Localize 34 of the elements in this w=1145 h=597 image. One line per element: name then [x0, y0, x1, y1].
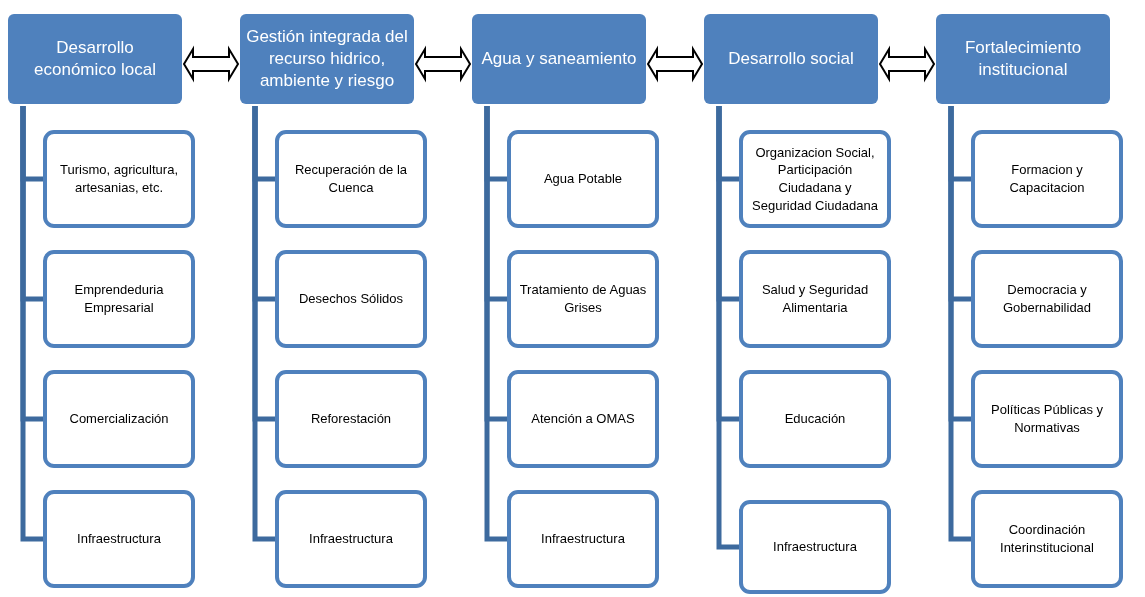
topic-box: Infraestructura	[507, 490, 659, 588]
connector-line	[484, 106, 507, 542]
topic-box: Infraestructura	[43, 490, 195, 588]
topic-box: Atención a OMAS	[507, 370, 659, 468]
topic-box: Reforestación	[275, 370, 427, 468]
topic-box: Educación	[739, 370, 891, 468]
double-arrow	[182, 45, 240, 83]
topic-box: Emprendeduria Empresarial	[43, 250, 195, 348]
topic-box: Desechos Sólidos	[275, 250, 427, 348]
topic-box: Coordinación Interinstitucional	[971, 490, 1123, 588]
double-arrow	[414, 45, 472, 83]
topic-box: Políticas Públicas y Normativas	[971, 370, 1123, 468]
double-arrow	[646, 45, 704, 83]
topic-box: Democracia y Gobernabilidad	[971, 250, 1123, 348]
topic-box: Turismo, agricultura, artesanias, etc.	[43, 130, 195, 228]
category-box: Desarrollo económico local	[8, 14, 182, 104]
topic-box: Formacion y Capacitacion	[971, 130, 1123, 228]
topic-box: Tratamiento de Aguas Grises	[507, 250, 659, 348]
topic-box: Comercialización	[43, 370, 195, 468]
topic-box: Infraestructura	[739, 500, 891, 594]
topic-box: Infraestructura	[275, 490, 427, 588]
double-arrow	[878, 45, 936, 83]
category-box: Desarrollo social	[704, 14, 878, 104]
topic-box: Recuperación de la Cuenca	[275, 130, 427, 228]
category-box: Fortalecimiento institucional	[936, 14, 1110, 104]
topic-box: Agua Potable	[507, 130, 659, 228]
connector-line	[20, 106, 43, 542]
connector-line	[716, 106, 739, 550]
topic-box: Organizacion Social, Participación Ciudadana y Seguridad Ciudadana	[739, 130, 891, 228]
category-box: Agua y saneamiento	[472, 14, 646, 104]
category-box: Gestión integrada del recurso hidrico, ambiente y riesgo	[240, 14, 414, 104]
topic-box: Salud y Seguridad Alimentaria	[739, 250, 891, 348]
connector-line	[252, 106, 275, 542]
connector-line	[948, 106, 971, 542]
